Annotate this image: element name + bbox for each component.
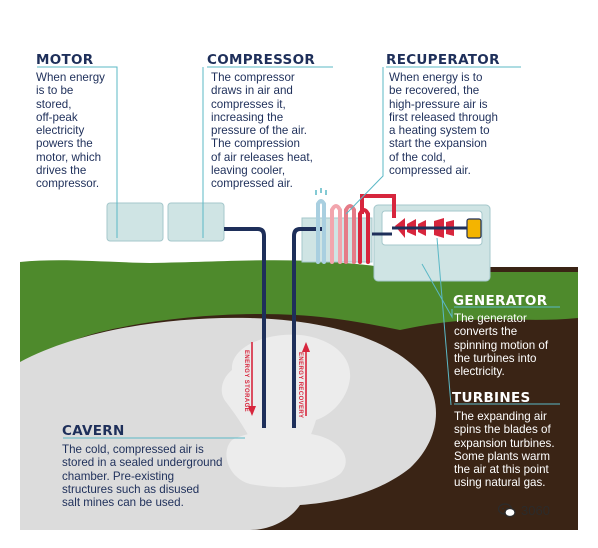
compressor-housing	[167, 202, 225, 242]
energy-recovery-arrow	[302, 342, 310, 416]
expansion-turbines	[392, 218, 470, 238]
turbines-description: The expanding air spins the blades of ex…	[454, 410, 555, 490]
motor-title: MOTOR	[36, 52, 94, 68]
watermark: 3060	[498, 500, 568, 520]
vent-marks	[315, 188, 327, 195]
energy-storage-label: ENERGY STORAGE	[243, 350, 249, 412]
generator-unit	[466, 218, 482, 239]
generator-title: GENERATOR	[453, 293, 548, 309]
chat-bubbles-icon	[498, 502, 516, 517]
recuperator-title: RECUPERATOR	[386, 52, 500, 68]
motor-description: When energy is to be stored, off-peak el…	[36, 71, 105, 191]
motor-housing	[106, 202, 164, 242]
generator-description: The generator converts the spinning moti…	[454, 312, 549, 379]
compressor-description: The compressor draws in air and compress…	[211, 71, 313, 191]
cavern-pool	[226, 431, 346, 488]
grass-layer	[20, 260, 578, 362]
compressor-title: COMPRESSOR	[207, 52, 316, 68]
energy-storage-arrow	[248, 342, 256, 416]
leader-lines	[37, 66, 560, 439]
turbines-title: TURBINES	[452, 390, 531, 406]
hot-air-pipe	[360, 194, 396, 218]
cavern-title: CAVERN	[62, 423, 125, 439]
storage-pipe	[224, 227, 266, 428]
watermark-text: 3060	[521, 502, 550, 518]
recuperator-description: When energy is to be recovered, the high…	[389, 71, 498, 178]
cavern-description: The cold, compressed air is stored in a …	[62, 443, 223, 510]
recuperator-coil	[316, 199, 370, 264]
energy-recovery-label: ENERGY RECOVERY	[297, 352, 303, 418]
recovery-pipe	[292, 227, 326, 428]
